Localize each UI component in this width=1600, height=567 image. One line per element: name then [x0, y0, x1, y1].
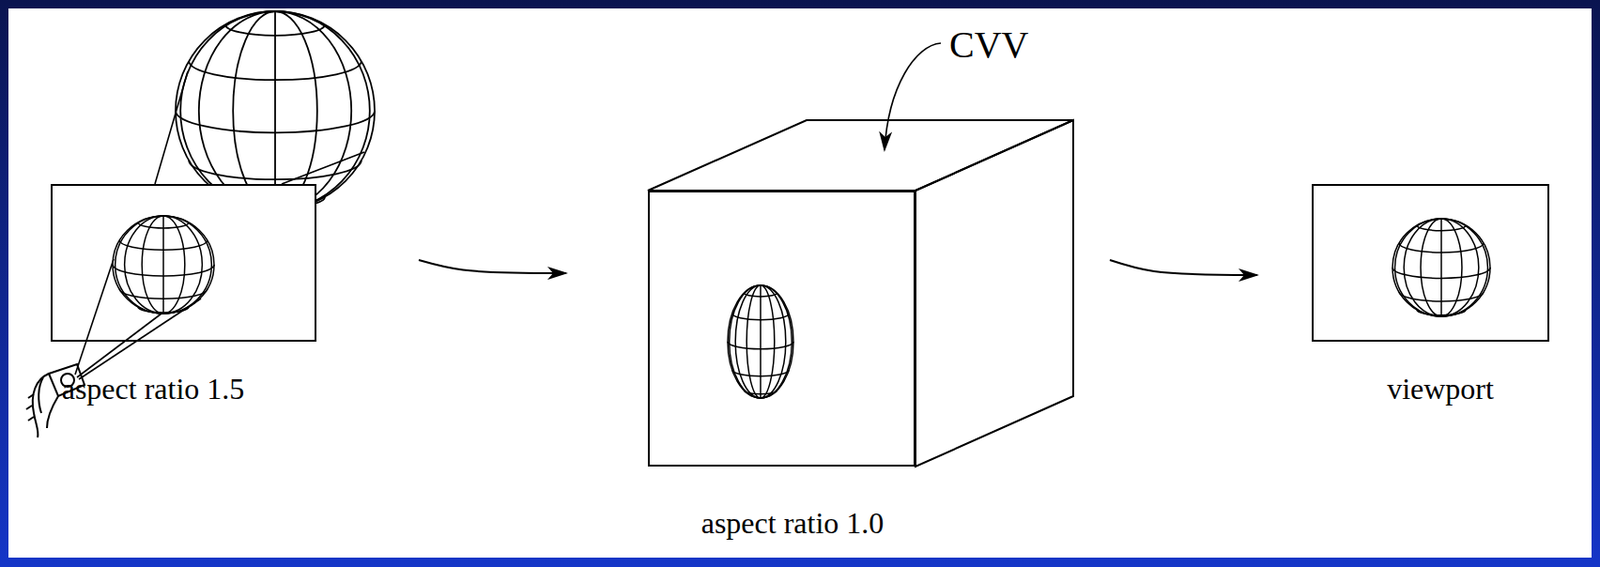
aspect-label: aspect ratio 1.5 — [61, 371, 246, 407]
flow-arrow — [1109, 260, 1258, 276]
caption-slot: viewport — [1386, 371, 1494, 407]
projected-sphere — [112, 215, 215, 314]
viewport-sphere — [1392, 218, 1491, 317]
projection-line — [76, 313, 162, 378]
caption-slot: aspect ratio 1.0 — [701, 506, 885, 541]
window-rect: aspect ratio 1.5 — [50, 184, 317, 342]
distorted-sphere — [727, 285, 794, 399]
camera-icon — [26, 364, 85, 438]
viewport-rect: viewport — [1311, 184, 1550, 342]
cvv-cube-front: aspect ratio 1.0 — [647, 190, 916, 467]
projection-line — [78, 298, 201, 380]
leader-line — [884, 43, 941, 151]
label-slot: CVV — [949, 22, 1029, 67]
caption-slot: aspect ratio 1.5 — [61, 371, 246, 407]
aspect-label: aspect ratio 1.0 — [701, 506, 885, 541]
cube-top-face — [647, 120, 1074, 191]
world-sphere — [175, 11, 375, 211]
aspect-label: viewport — [1386, 371, 1494, 407]
cube-side-face — [915, 120, 1074, 467]
flow-arrow — [418, 260, 567, 274]
cvv-label: CVV — [949, 22, 1029, 67]
projection-line — [75, 259, 114, 375]
